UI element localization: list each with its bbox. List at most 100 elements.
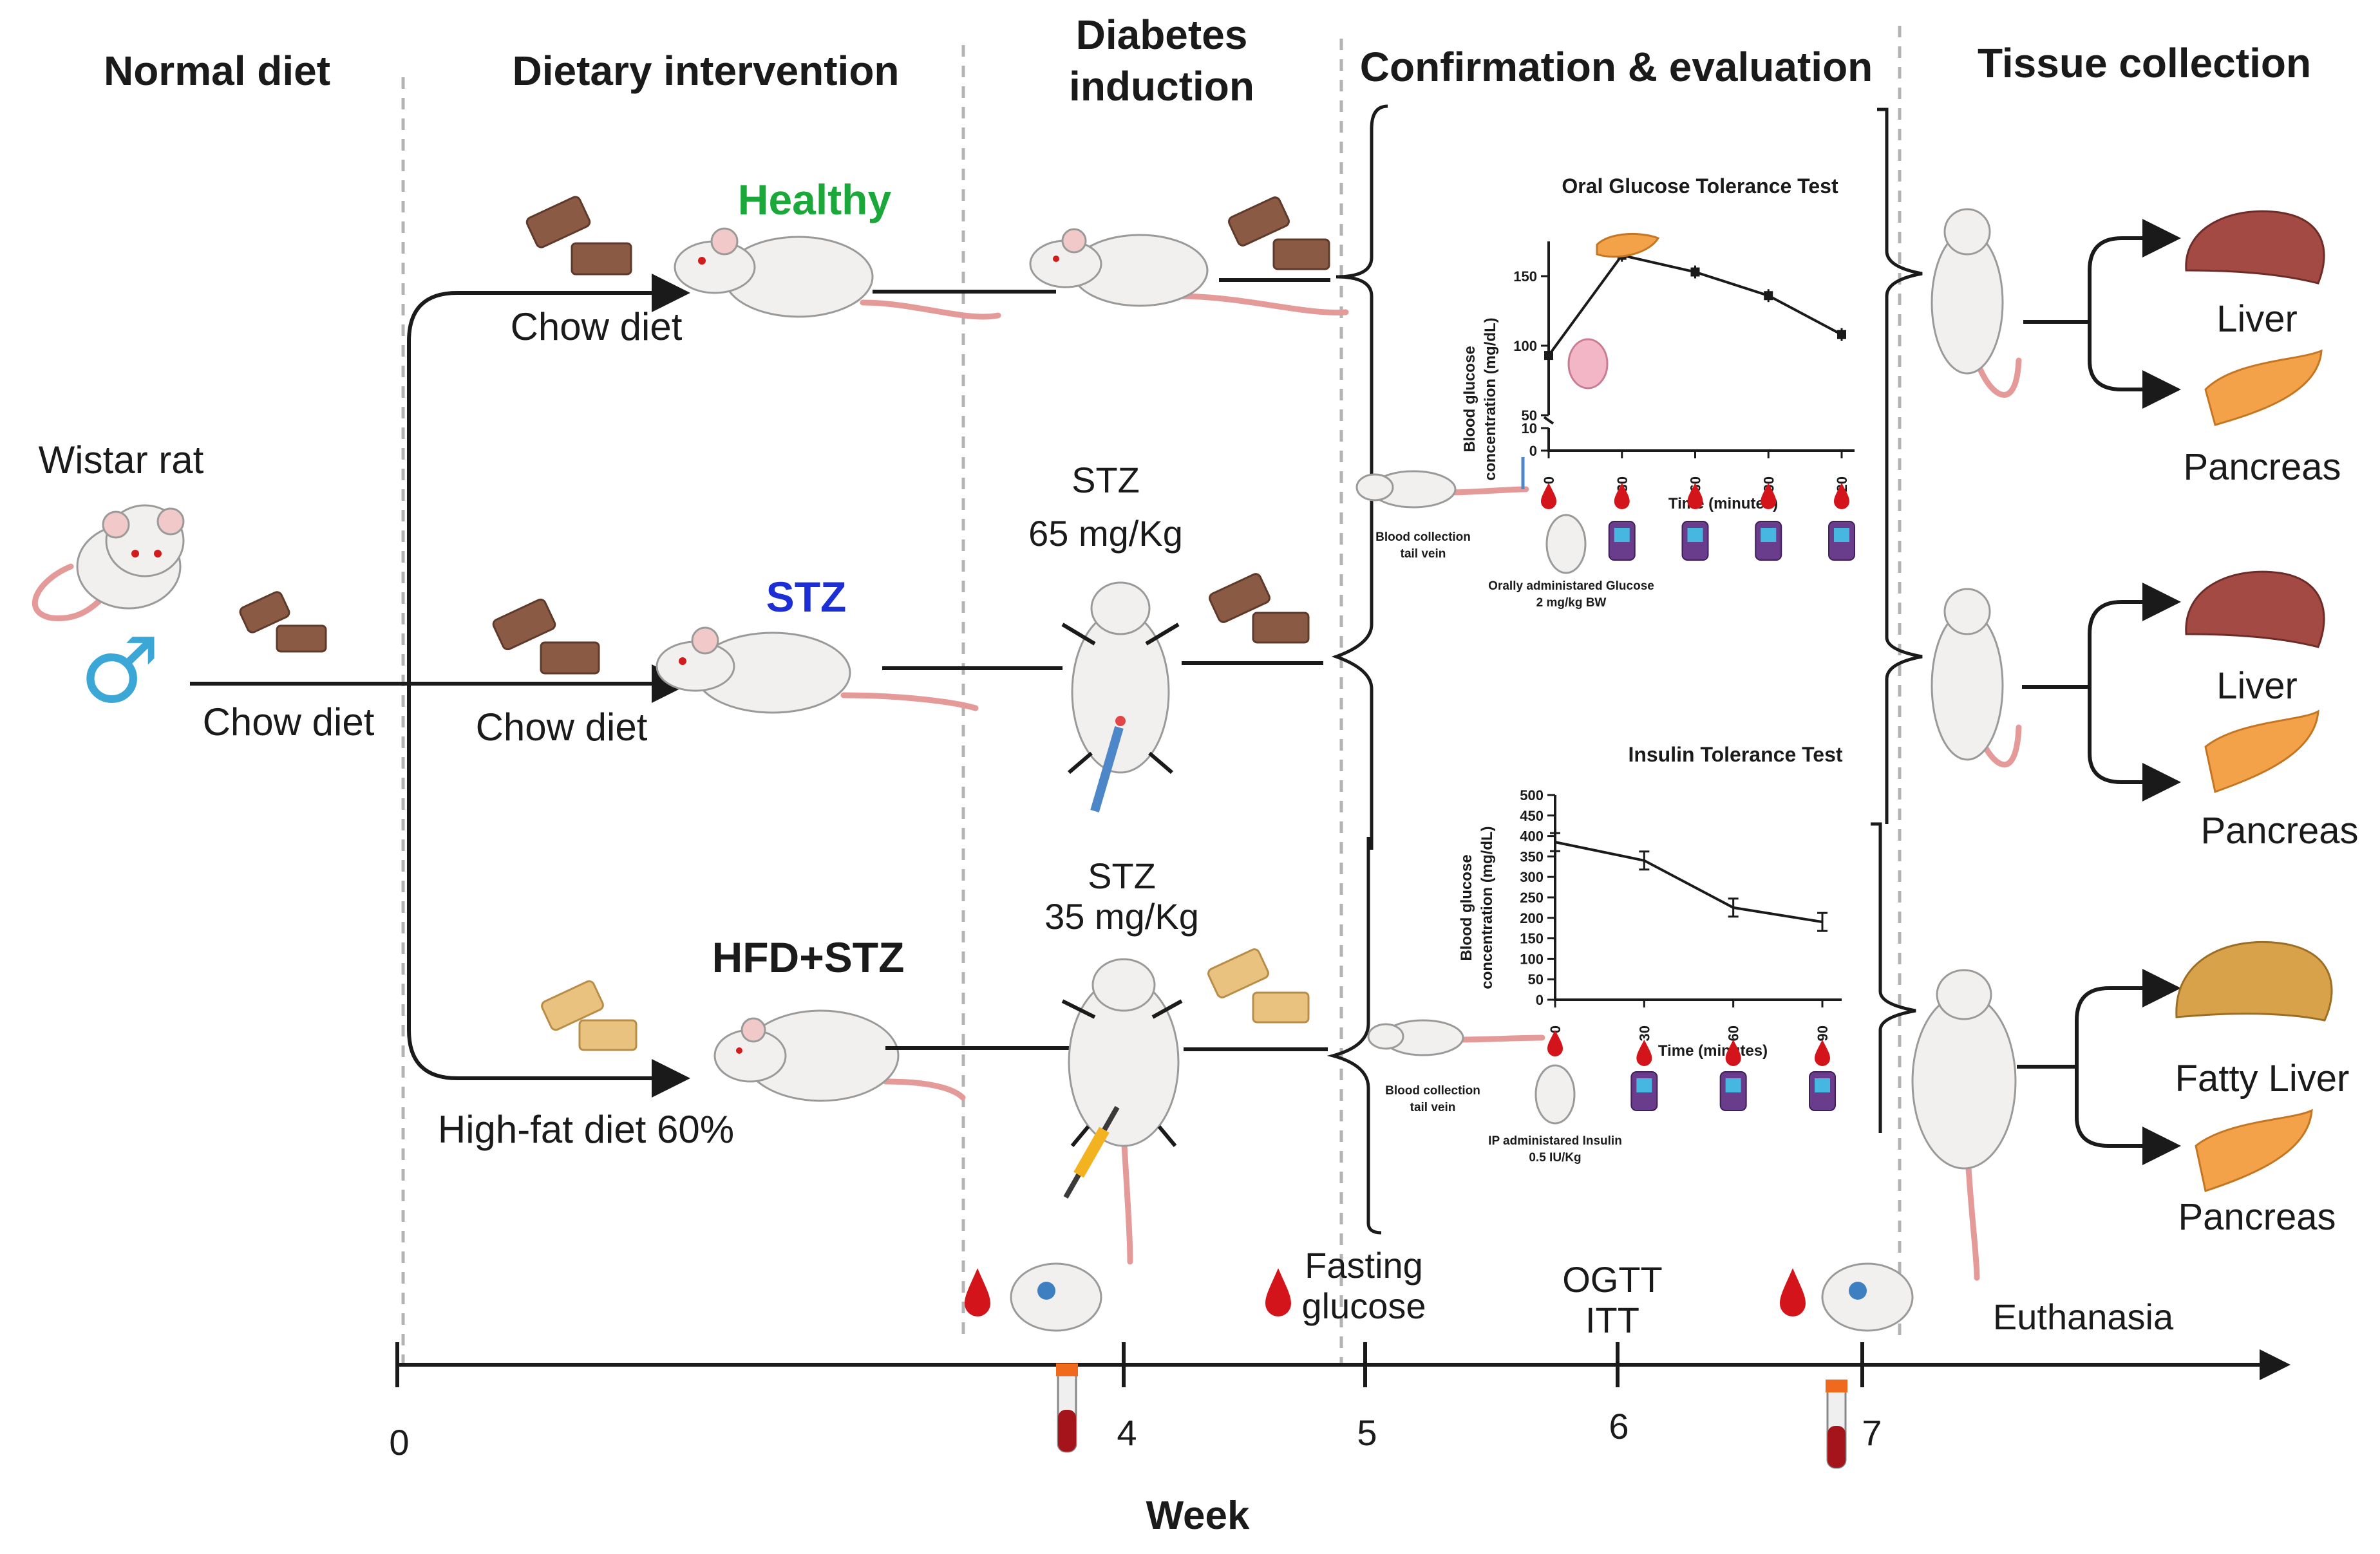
tick-label-7: 7 — [1862, 1412, 1882, 1453]
dissected-obese-rat-icon — [1911, 969, 2017, 1281]
ogtt-point — [1690, 267, 1700, 277]
ogtt-title: Oral Glucose Tolerance Test — [1562, 174, 1838, 198]
itt-ytick-label: 450 — [1520, 808, 1544, 824]
group-hfd-label: HFD+STZ — [712, 933, 905, 981]
itt-ytick-label: 500 — [1520, 787, 1544, 803]
tick-label-6: 6 — [1609, 1406, 1629, 1446]
chow-pellets-start-icon — [239, 591, 327, 653]
itt-xtick-label: 0 — [1547, 1025, 1563, 1033]
ogtt-ytick-label: 50 — [1522, 407, 1537, 424]
header-diabetes-induction-line1: Diabetes — [1076, 12, 1248, 58]
stz-rat-icon — [656, 626, 979, 714]
itt-blood-collection: Blood collection — [1385, 1084, 1480, 1098]
header-diabetes-induction-line2: induction — [1069, 63, 1254, 109]
itt-x-ticks: 0 30 60 90 — [1547, 1000, 1831, 1041]
pancreas-small-icon — [1596, 233, 1660, 258]
header-confirmation: Confirmation & evaluation — [1360, 44, 1873, 90]
group-hfd-diet: High-fat diet 60% — [438, 1108, 734, 1151]
group-stz-label: STZ — [766, 573, 847, 621]
itt-rat-icon — [1367, 1019, 1545, 1056]
tissue-pancreas-1-label: Pancreas — [2183, 446, 2341, 488]
ogtt-blood-collection: Blood collection — [1375, 530, 1471, 544]
header-dietary-intervention: Dietary intervention — [512, 48, 899, 94]
healthy-rat-icon — [674, 227, 1001, 320]
itt-admin-line2: 0.5 IU/Kg — [1529, 1151, 1581, 1165]
glucometer-screen — [1614, 528, 1630, 542]
tissue-arrow-pancreas-2 — [2088, 687, 2181, 801]
hfd-dose-value: 35 mg/Kg — [1044, 896, 1199, 937]
ogtt-ytick-label: 150 — [1513, 268, 1537, 285]
itt-ytick-label: 0 — [1536, 992, 1544, 1008]
itt-ylabel-line1: Blood glucose — [1458, 854, 1475, 960]
start-animal-label: Wistar rat — [39, 438, 204, 482]
tissue-pancreas-2-label: Pancreas — [2200, 810, 2358, 852]
fatty-liver-icon — [2175, 941, 2333, 1022]
itt-xtick-label: 60 — [1726, 1025, 1742, 1041]
itt-ylabel: Blood glucose concentration (mg/dL) — [1458, 826, 1496, 989]
ogtt-point — [1764, 291, 1773, 301]
dissected-rat-2-icon — [1931, 588, 2022, 768]
ogtt-gavage-rat-icon — [1545, 514, 1587, 574]
tick-label-4: 4 — [1117, 1412, 1137, 1453]
timeline-ogtt-label: OGTT — [1562, 1259, 1663, 1300]
itt-ytick-label: 200 — [1520, 910, 1544, 926]
liver-2-icon — [2185, 570, 2325, 648]
blood-drop-icon — [1687, 483, 1703, 510]
itt-ytick-label: 400 — [1520, 828, 1544, 845]
blood-tube-icon-week4 — [1056, 1363, 1078, 1453]
itt-line — [1554, 841, 1823, 924]
tick-label-0: 0 — [389, 1422, 409, 1463]
male-symbol: ♂ — [79, 619, 160, 724]
itt-ytick-label: 50 — [1528, 971, 1544, 988]
timeline-week-label: Week — [1146, 1493, 1250, 1538]
glucometer-screen — [1687, 528, 1703, 542]
ogtt-point — [1544, 351, 1553, 360]
stz-dose-value: 65 mg/Kg — [1028, 513, 1183, 554]
blood-tube-icon-week7 — [1826, 1380, 1847, 1469]
blood-drop-icon-week4 — [965, 1268, 990, 1316]
itt-admin-line1: IP administared Insulin — [1488, 1134, 1622, 1148]
blood-drop-icon — [1725, 1040, 1741, 1066]
itt-ytick-label: 250 — [1520, 890, 1544, 906]
pancreas-3-icon — [2195, 1109, 2313, 1192]
itt-ytick-label: 350 — [1520, 848, 1544, 865]
header-normal-diet: Normal diet — [104, 48, 330, 94]
itt-ytick-label: 150 — [1520, 931, 1544, 947]
ogtt-ytick-label: 100 — [1513, 338, 1537, 354]
itt-injected-rat-icon — [1535, 1064, 1576, 1125]
ogtt-xlabel: Time (minutes) — [1668, 495, 1778, 512]
blood-drop-icon — [1614, 483, 1630, 510]
start-diet-label: Chow diet — [203, 700, 375, 744]
ogtt-admin-line2: 2 mg/kg BW — [1536, 596, 1607, 610]
blood-drop-icon — [1815, 1040, 1830, 1066]
ogtt-ylabel-line1: Blood glucose — [1461, 346, 1478, 452]
left-brace-top — [1331, 104, 1388, 850]
branch-arrow-healthy — [407, 274, 690, 684]
tissue-arrow-pancreas-1 — [2088, 322, 2181, 409]
group-stz-diet: Chow diet — [476, 706, 648, 749]
ogtt-admin-line1: Orally administared Glucose — [1488, 579, 1654, 593]
timeline-itt-label: ITT — [1585, 1300, 1639, 1340]
pancreas-2-icon — [2204, 709, 2319, 793]
itt-tail-vein: tail vein — [1410, 1101, 1456, 1114]
blood-drop-icon-week7 — [1780, 1268, 1806, 1316]
tissue-arrow-pancreas-3 — [2075, 1067, 2181, 1165]
tissue-liver-2-label: Liver — [2216, 665, 2298, 707]
itt-xtick-label: 90 — [1815, 1025, 1831, 1041]
dissected-rat-1-icon — [1931, 208, 2022, 398]
itt-ylabel-line2: concentration (mg/dL) — [1478, 826, 1496, 989]
glucometer-screen — [1815, 1078, 1830, 1092]
fasting-line1: Fasting — [1305, 1245, 1423, 1286]
itt-xtick-label: 30 — [1636, 1025, 1652, 1041]
blood-drop-icon — [1541, 483, 1556, 509]
ogtt-glucometers — [1608, 521, 1855, 561]
ogtt-rat-icon — [1355, 470, 1529, 509]
left-brace-bottom — [1327, 837, 1382, 1235]
tissue-arrow-liver-2 — [2088, 583, 2181, 687]
blood-drop-icon — [1636, 1040, 1652, 1066]
tissue-pancreas-3-label: Pancreas — [2178, 1196, 2336, 1238]
